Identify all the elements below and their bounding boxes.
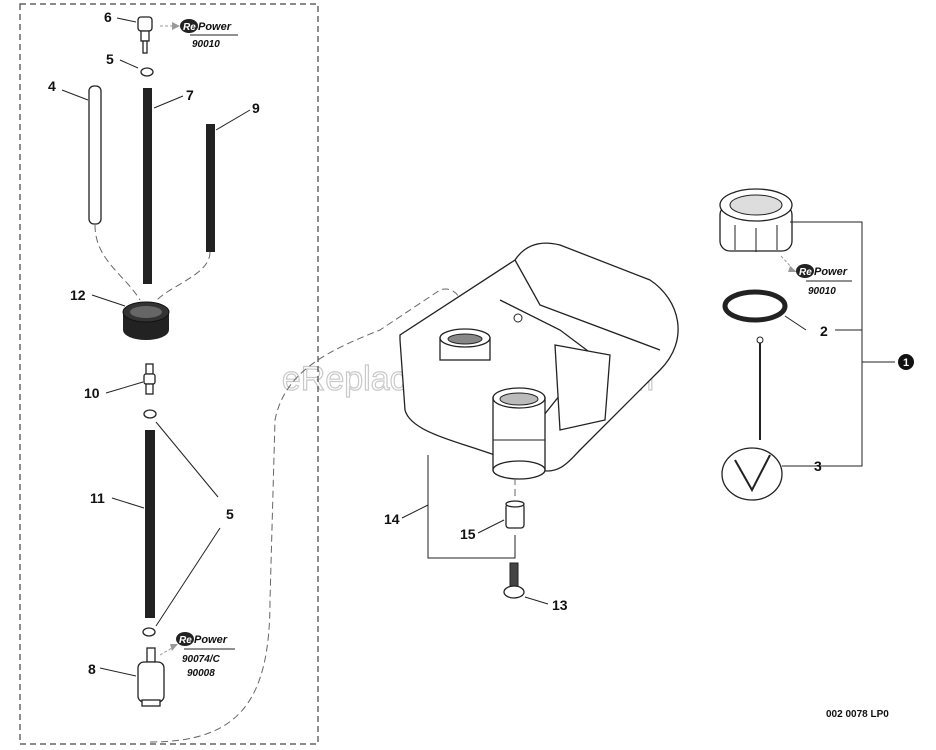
drawing-code: 002 0078 LP0 [826, 709, 889, 720]
callout-14: 14 [384, 511, 400, 527]
repower-code-right: 90010 [808, 286, 836, 297]
lead-2 [784, 315, 807, 331]
lead-14 [401, 504, 429, 519]
part-6-fitting [137, 16, 153, 54]
part-12-grommet [122, 301, 170, 340]
connector-4-12 [94, 224, 141, 301]
callout-6: 6 [104, 9, 112, 25]
repower-logo-re-top: Re [183, 22, 196, 33]
connector-9-12 [154, 251, 211, 303]
repower-logo-power-bottom: Power [194, 634, 228, 646]
repower-logo-re-right: Re [799, 267, 812, 278]
callout-5-top: 5 [106, 51, 114, 67]
part-fuel-cap [719, 188, 793, 252]
repower-logo-power-right: Power [814, 266, 848, 278]
callout-1: 1 [903, 357, 909, 369]
lead-10 [105, 381, 144, 394]
part-10-fitting [143, 363, 156, 395]
lead-5-a [155, 421, 219, 498]
callout-1-marker: 1 [898, 354, 914, 370]
part-9-fuel-line [206, 124, 215, 252]
callout-5-mid: 5 [226, 506, 234, 522]
kit-boundary-box [19, 3, 319, 745]
lead-4 [61, 89, 89, 101]
repower-code-bottom-2: 90008 [187, 668, 215, 679]
lead-15 [477, 519, 505, 534]
lead-7 [153, 95, 184, 109]
part-5-oring-top [140, 67, 154, 77]
lead-5-b [155, 527, 221, 627]
part-7-fuel-line [143, 88, 152, 284]
lead-8 [99, 667, 137, 677]
repower-logo-re-bottom: Re [179, 635, 192, 646]
callout-12: 12 [70, 287, 86, 303]
part-11-fuel-line [145, 430, 155, 618]
callout-13: 13 [552, 597, 568, 613]
callout-3: 3 [814, 458, 822, 474]
fuel-line-route [149, 288, 466, 743]
repower-badge-bottom: Re Power 90074/C 90008 [159, 632, 235, 679]
repower-badge-top: Re Power 90010 [160, 19, 238, 50]
lead-5-top [119, 59, 139, 69]
lead-11 [111, 497, 145, 509]
part-4-rod [88, 85, 102, 225]
callout-10: 10 [84, 385, 100, 401]
repower-badge-right: Re Power 90010 [780, 255, 852, 297]
kit-1-bracket [782, 221, 863, 467]
part-5-oring-mid [143, 409, 157, 419]
repower-code-bottom-1: 90074/C [182, 654, 221, 665]
callout-7: 7 [186, 87, 194, 103]
callout-4: 4 [48, 78, 56, 94]
callout-11: 11 [90, 490, 105, 506]
callout-2: 2 [820, 323, 828, 339]
lead-13 [524, 596, 549, 605]
callout-8: 8 [88, 661, 96, 677]
part-8-fuel-filter [137, 647, 165, 707]
part-13-screw [503, 562, 525, 599]
part-5-oring-low [142, 627, 156, 637]
lead-9 [215, 109, 251, 131]
part-15-sleeve [505, 500, 525, 529]
bracket-14-15 [427, 455, 516, 559]
callout-15: 15 [460, 526, 476, 542]
lead-12 [91, 294, 126, 307]
repower-logo-power-top: Power [198, 21, 232, 33]
callout-9: 9 [252, 100, 260, 116]
part-14-fuel-tank [399, 242, 679, 480]
lead-6 [116, 17, 137, 23]
part-2-gasket [722, 289, 788, 323]
repower-code-top: 90010 [192, 39, 220, 50]
part-3-strainer [721, 336, 783, 501]
